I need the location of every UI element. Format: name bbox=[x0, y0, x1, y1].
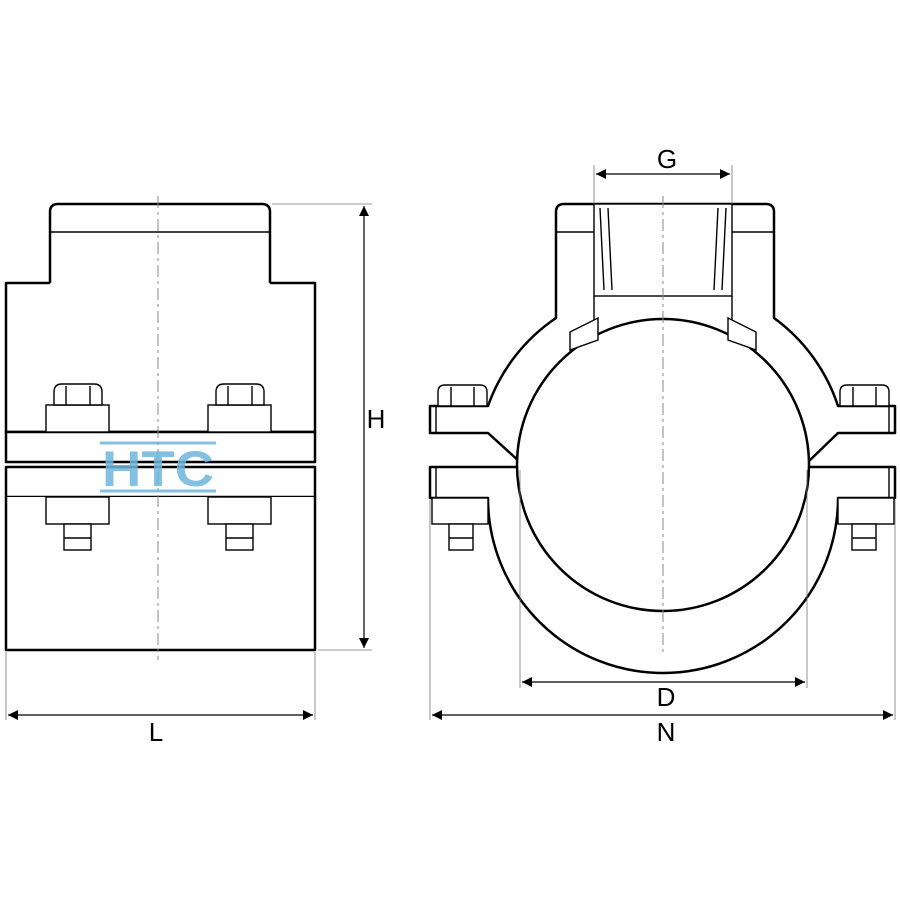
front-view bbox=[428, 196, 897, 675]
label-g: G bbox=[657, 144, 677, 174]
seal-left bbox=[569, 316, 599, 351]
hex-nut-icon bbox=[839, 384, 890, 407]
front-bolt-shank bbox=[448, 523, 474, 551]
hex-nut-icon bbox=[53, 383, 103, 406]
side-bolt-right bbox=[207, 383, 272, 551]
front-washer-bottom bbox=[431, 497, 489, 525]
watermark-text: HTC bbox=[102, 441, 214, 497]
side-bolt-shank bbox=[63, 523, 92, 551]
front-washer-bottom bbox=[837, 497, 895, 525]
dimension-h: H bbox=[272, 203, 386, 651]
label-h: H bbox=[367, 404, 386, 434]
side-outlet-boss bbox=[48, 202, 272, 283]
front-bolt-left bbox=[431, 384, 489, 551]
hex-nut-icon bbox=[215, 383, 265, 406]
dimension-n: N bbox=[429, 500, 896, 747]
label-n: N bbox=[657, 717, 676, 747]
seal-right bbox=[727, 316, 757, 351]
side-washer-bottom bbox=[207, 496, 272, 525]
side-upper-flange bbox=[4, 430, 317, 464]
dimension-l: L bbox=[5, 652, 316, 747]
watermark: HTC bbox=[100, 441, 216, 497]
side-bolt-left bbox=[45, 383, 110, 551]
side-washer-top bbox=[45, 404, 110, 433]
dimension-g: G bbox=[593, 144, 733, 204]
dimension-d: D bbox=[519, 470, 808, 712]
side-bolt-shank bbox=[225, 523, 254, 551]
front-bolt-shank bbox=[851, 523, 877, 551]
side-washer-top bbox=[207, 404, 272, 433]
hex-nut-icon bbox=[437, 384, 488, 407]
label-d: D bbox=[657, 682, 676, 712]
front-bolt-right bbox=[837, 384, 895, 551]
side-view bbox=[4, 196, 317, 660]
side-washer-bottom bbox=[45, 496, 110, 525]
label-l: L bbox=[149, 717, 163, 747]
